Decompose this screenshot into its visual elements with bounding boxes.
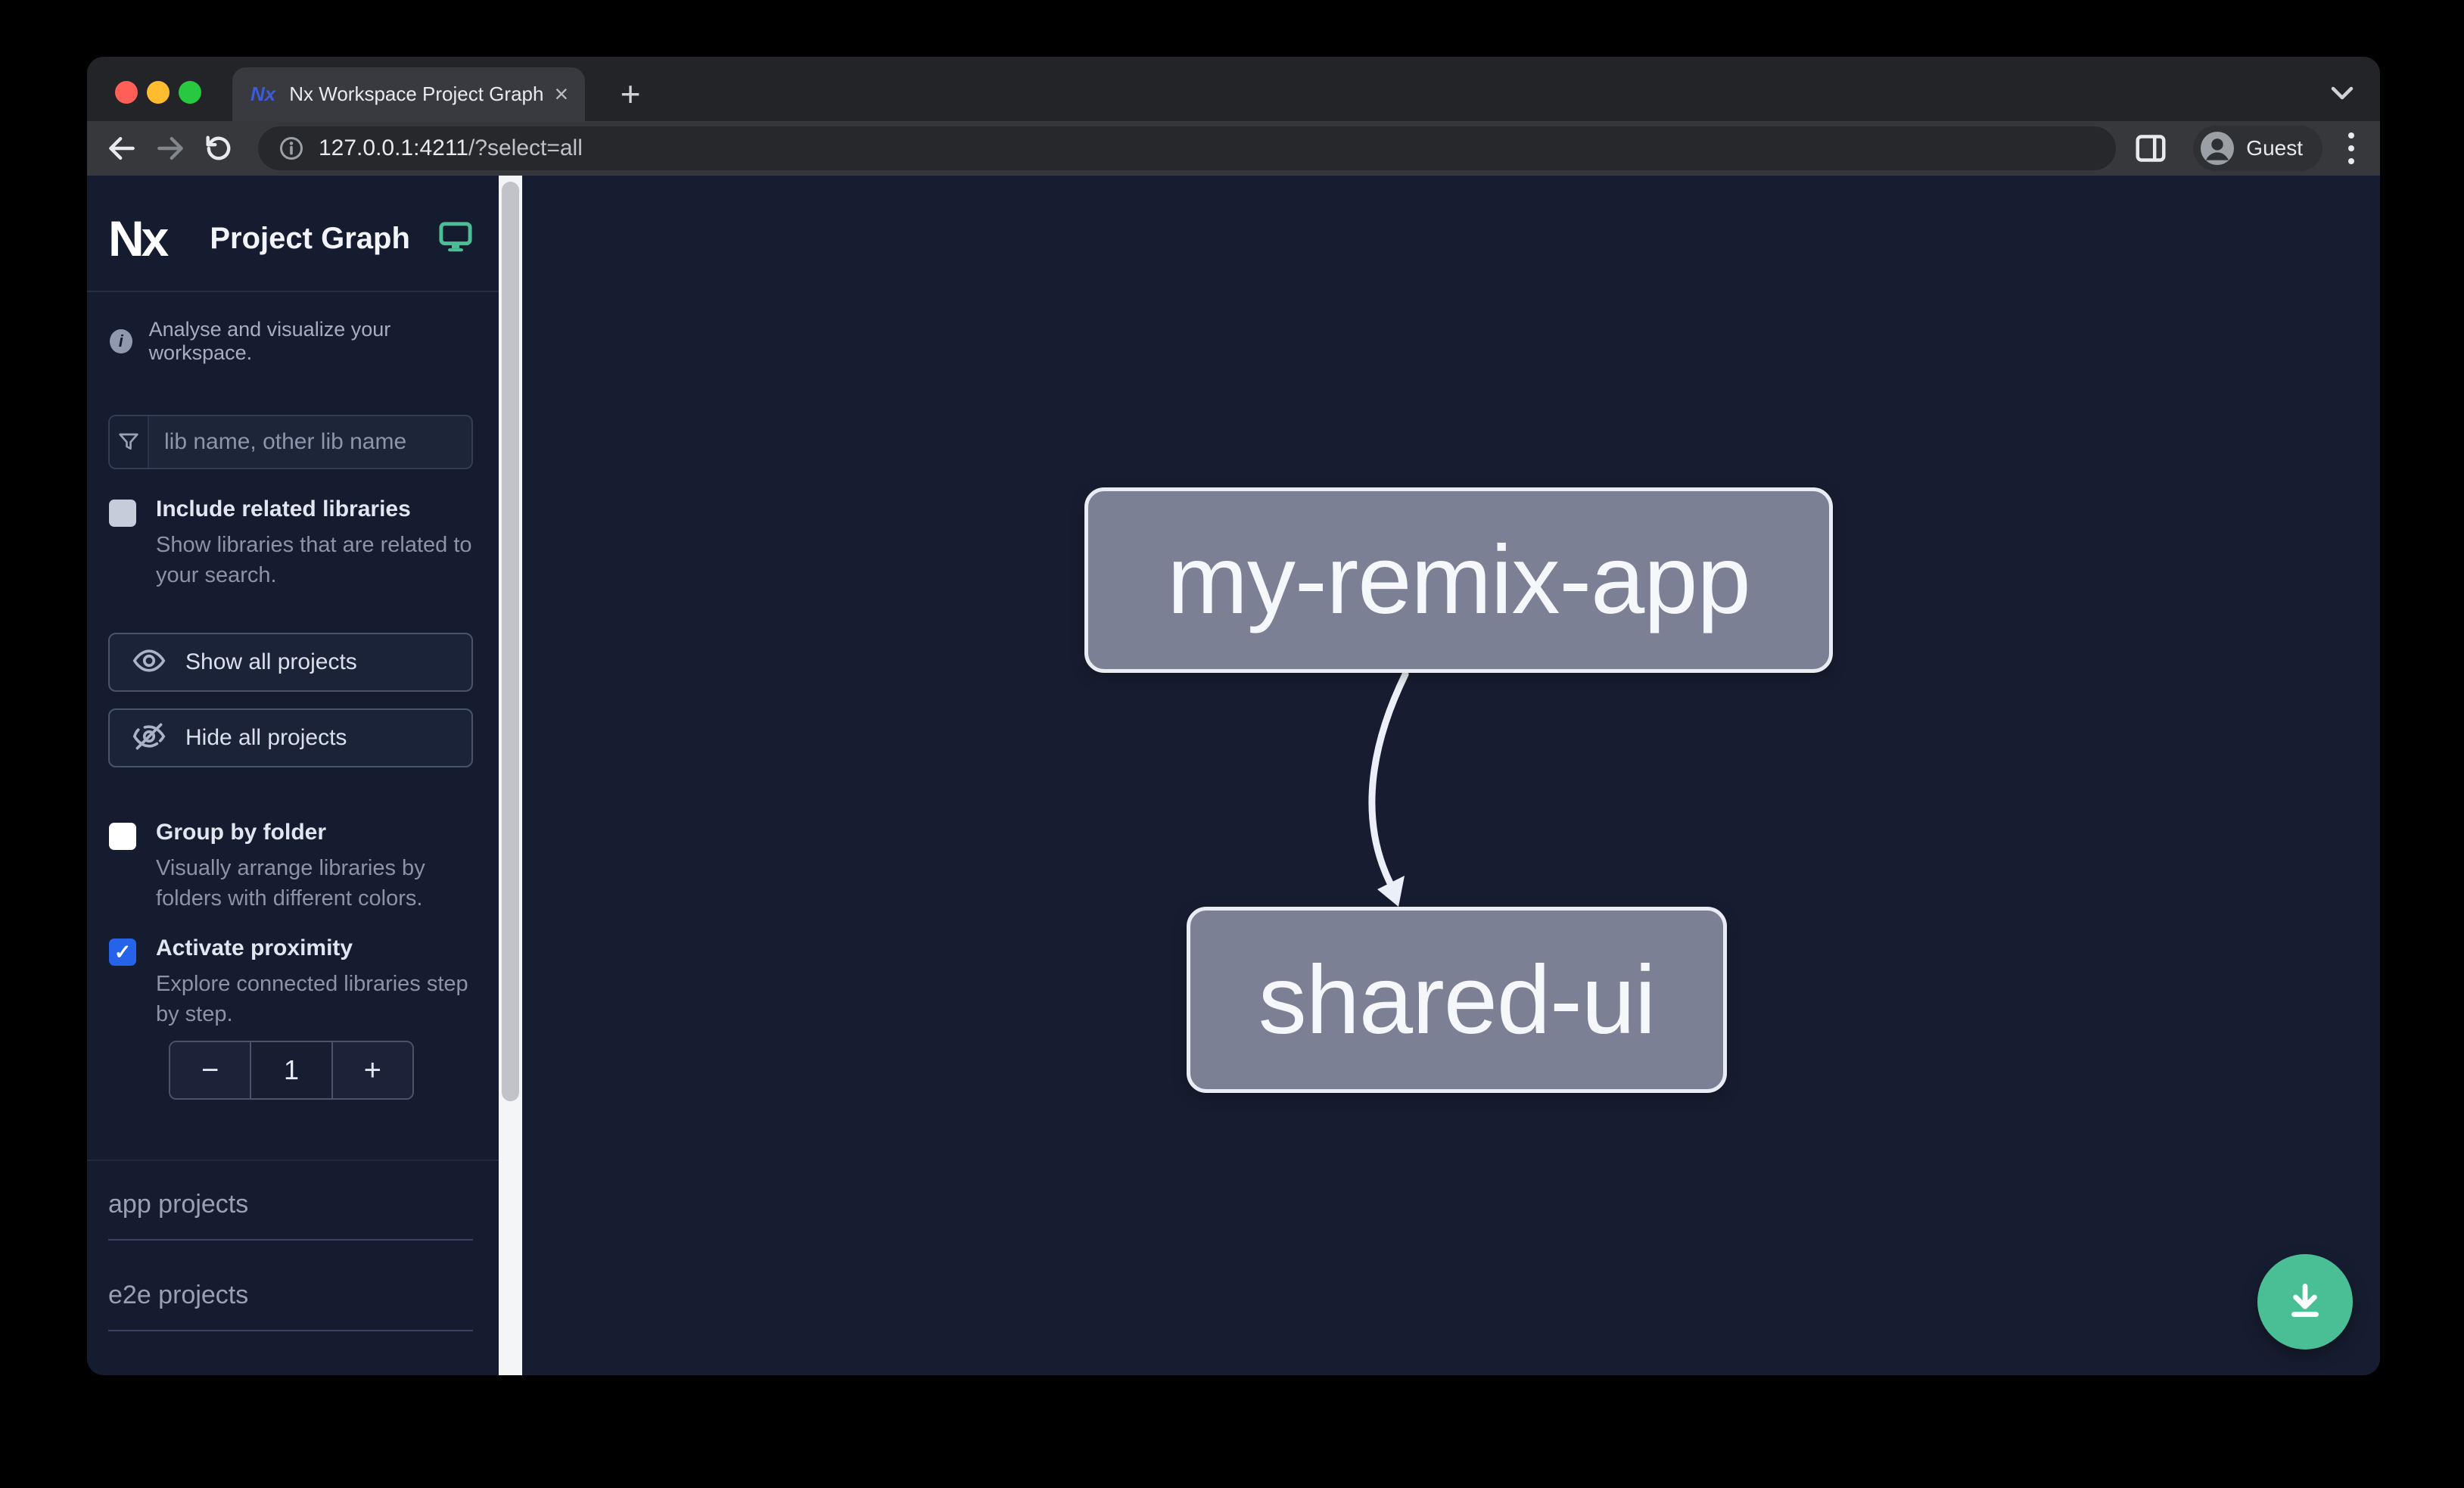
include-related-desc: Show libraries that are related to your … [156, 533, 472, 587]
address-bar[interactable]: 127.0.0.1:4211/?select=all [258, 126, 2117, 170]
tagline-row: i Analyse and visualize your workspace. [110, 318, 473, 364]
activate-proximity-desc: Explore connected libraries step by step… [156, 972, 468, 1026]
reload-icon[interactable] [201, 130, 237, 167]
zoom-window-button[interactable] [179, 81, 201, 104]
group-by-folder-desc: Visually arrange libraries by folders wi… [156, 856, 425, 911]
proximity-value: 1 [250, 1042, 333, 1098]
filter-input[interactable] [149, 416, 471, 468]
nx-logo: Nx [108, 210, 169, 266]
browser-menu-icon[interactable] [2342, 129, 2360, 167]
activate-proximity-row: ✓ Activate proximity Explore connected l… [109, 935, 476, 1029]
download-icon [2284, 1279, 2326, 1325]
monitor-icon[interactable] [438, 221, 473, 257]
tagline-text: Analyse and visualize your workspace. [148, 318, 391, 364]
nx-favicon-icon: Nx [250, 82, 276, 105]
chevron-down-icon[interactable] [2327, 84, 2357, 106]
node-my-remix-app-label: my-remix-app [1167, 526, 1750, 634]
section-e2e-projects-label: e2e projects [108, 1281, 249, 1309]
show-all-projects-button[interactable]: Show all projects [108, 633, 473, 692]
proximity-stepper: − 1 + [169, 1041, 414, 1100]
back-icon[interactable] [104, 130, 140, 167]
page-title: Project Graph [210, 221, 410, 255]
url-text: 127.0.0.1:4211/?select=all [319, 135, 583, 160]
group-by-folder-row: Group by folder Visually arrange librari… [109, 820, 476, 914]
activate-proximity-label: Activate proximity [156, 935, 353, 960]
tab-close-icon[interactable]: × [554, 80, 569, 107]
browser-window: Nx Nx Workspace Project Graph × + 127 [87, 57, 2380, 1375]
include-related-checkbox[interactable] [109, 500, 136, 527]
download-graph-button[interactable] [2257, 1254, 2353, 1349]
proximity-increment-button[interactable]: + [332, 1042, 412, 1098]
divider [87, 291, 499, 292]
avatar [2201, 132, 2235, 165]
profile-button[interactable]: Guest [2193, 126, 2322, 171]
sidebar-scrollbar[interactable] [499, 176, 522, 1375]
tab-nx-workspace[interactable]: Nx Nx Workspace Project Graph × [232, 67, 585, 121]
dependency-edge [1368, 671, 1409, 907]
profile-name: Guest [2246, 136, 2303, 160]
new-tab-button[interactable]: + [620, 74, 641, 114]
eye-icon [132, 644, 166, 681]
eye-off-icon [132, 720, 166, 757]
node-shared-ui-label: shared-ui [1258, 945, 1657, 1054]
info-icon: i [110, 329, 132, 353]
sidebar-header: Nx Project Graph [108, 210, 473, 267]
show-all-projects-label: Show all projects [185, 649, 357, 674]
minimize-window-button[interactable] [147, 81, 170, 104]
include-related-row: Include related libraries Show libraries… [109, 497, 476, 590]
side-panel-icon[interactable] [2133, 130, 2169, 167]
divider [87, 1160, 499, 1161]
filter-box [108, 415, 473, 469]
close-window-button[interactable] [115, 81, 138, 104]
section-e2e-projects[interactable]: e2e projects [108, 1281, 473, 1331]
filter-funnel-icon [110, 416, 149, 468]
node-my-remix-app[interactable]: my-remix-app [1084, 487, 1833, 673]
forward-icon[interactable] [152, 130, 188, 167]
sidebar: Nx Project Graph i Analyse and visualize… [87, 176, 499, 1375]
tab-title: Nx Workspace Project Graph [289, 82, 544, 105]
graph-canvas[interactable]: my-remix-app shared-ui [522, 176, 2380, 1375]
site-info-icon[interactable] [278, 135, 305, 162]
include-related-label: Include related libraries [156, 497, 411, 521]
group-by-folder-label: Group by folder [156, 820, 326, 845]
tab-strip: Nx Nx Workspace Project Graph × + [87, 57, 2380, 121]
section-app-projects-label: app projects [108, 1190, 249, 1219]
browser-toolbar: 127.0.0.1:4211/?select=all Guest [87, 121, 2380, 176]
proximity-decrement-button[interactable]: − [170, 1042, 250, 1098]
section-app-projects[interactable]: app projects [108, 1190, 473, 1241]
group-by-folder-checkbox[interactable] [109, 823, 136, 850]
hide-all-projects-button[interactable]: Hide all projects [108, 708, 473, 767]
scrollbar-thumb[interactable] [502, 182, 519, 1101]
node-shared-ui[interactable]: shared-ui [1187, 907, 1727, 1093]
activate-proximity-checkbox[interactable]: ✓ [109, 939, 136, 966]
content-area: Nx Project Graph i Analyse and visualize… [87, 176, 2380, 1375]
hide-all-projects-label: Hide all projects [185, 725, 347, 750]
